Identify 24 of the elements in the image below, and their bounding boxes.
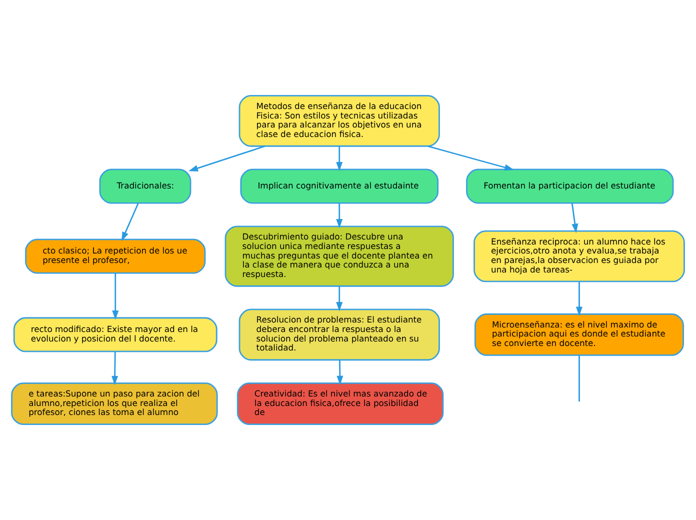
node-box: Enseñanza reciproca: un alumno hace los ejercicios,otro anota y evalua,se trabaja en parejas,la observacion es guiada por una hoja de tareas-	[474, 230, 685, 282]
connector	[578, 355, 580, 402]
arrow	[112, 273, 119, 320]
node-box: Creatividad: Es el nivel mas avanzado de la educacion fisica,ofrece la posibilidad de	[236, 382, 444, 425]
node-box: recto modificado: Existe mayor ad en la evolucion y posicion del l docente.	[13, 317, 218, 352]
arrow	[576, 282, 582, 316]
arrow	[336, 203, 343, 228]
arrow	[112, 352, 118, 386]
arrow	[188, 146, 266, 172]
arrow	[571, 203, 578, 234]
arrow	[428, 146, 514, 171]
node-box: Fomentan la participacion del estudiante	[466, 168, 674, 204]
node-box: Resolucion de problemas: El estudiante debera encontrar la respuesta o la solucion del problema planteado en su totalidad.	[238, 308, 440, 361]
node-box: Tradicionales:	[99, 168, 192, 204]
arrow	[122, 203, 139, 242]
node-box: cto clasico; La repeticion de los ue presente el profesor,	[25, 238, 206, 274]
node-box: Descubrimiento guiado: Descubre una solucion unica mediante respuestas a muchas preguntas que el docente plantea en la clase de manera que conduzca a una respuesta.	[224, 226, 454, 287]
arrow	[336, 360, 344, 386]
node-box: Microenseñanza: es el nivel maximo de participacion aqui es donde el estudiante se convierte en docente.	[474, 313, 684, 356]
node-box: e tareas:Supone un paso para zacion del alumno,repeticion los que realiza el profesor, ciones las toma el alumno	[11, 382, 218, 425]
arrow	[336, 286, 343, 312]
arrow	[336, 146, 343, 172]
node-box: Metodos de enseñanza de la educacion Fisica: Son estilos y tecnicas utilizadas para para alcanzar los objetivos en una clase de educacion fisica.	[238, 95, 440, 147]
node-box: Implican cognitivamente al estudainte	[240, 168, 439, 204]
